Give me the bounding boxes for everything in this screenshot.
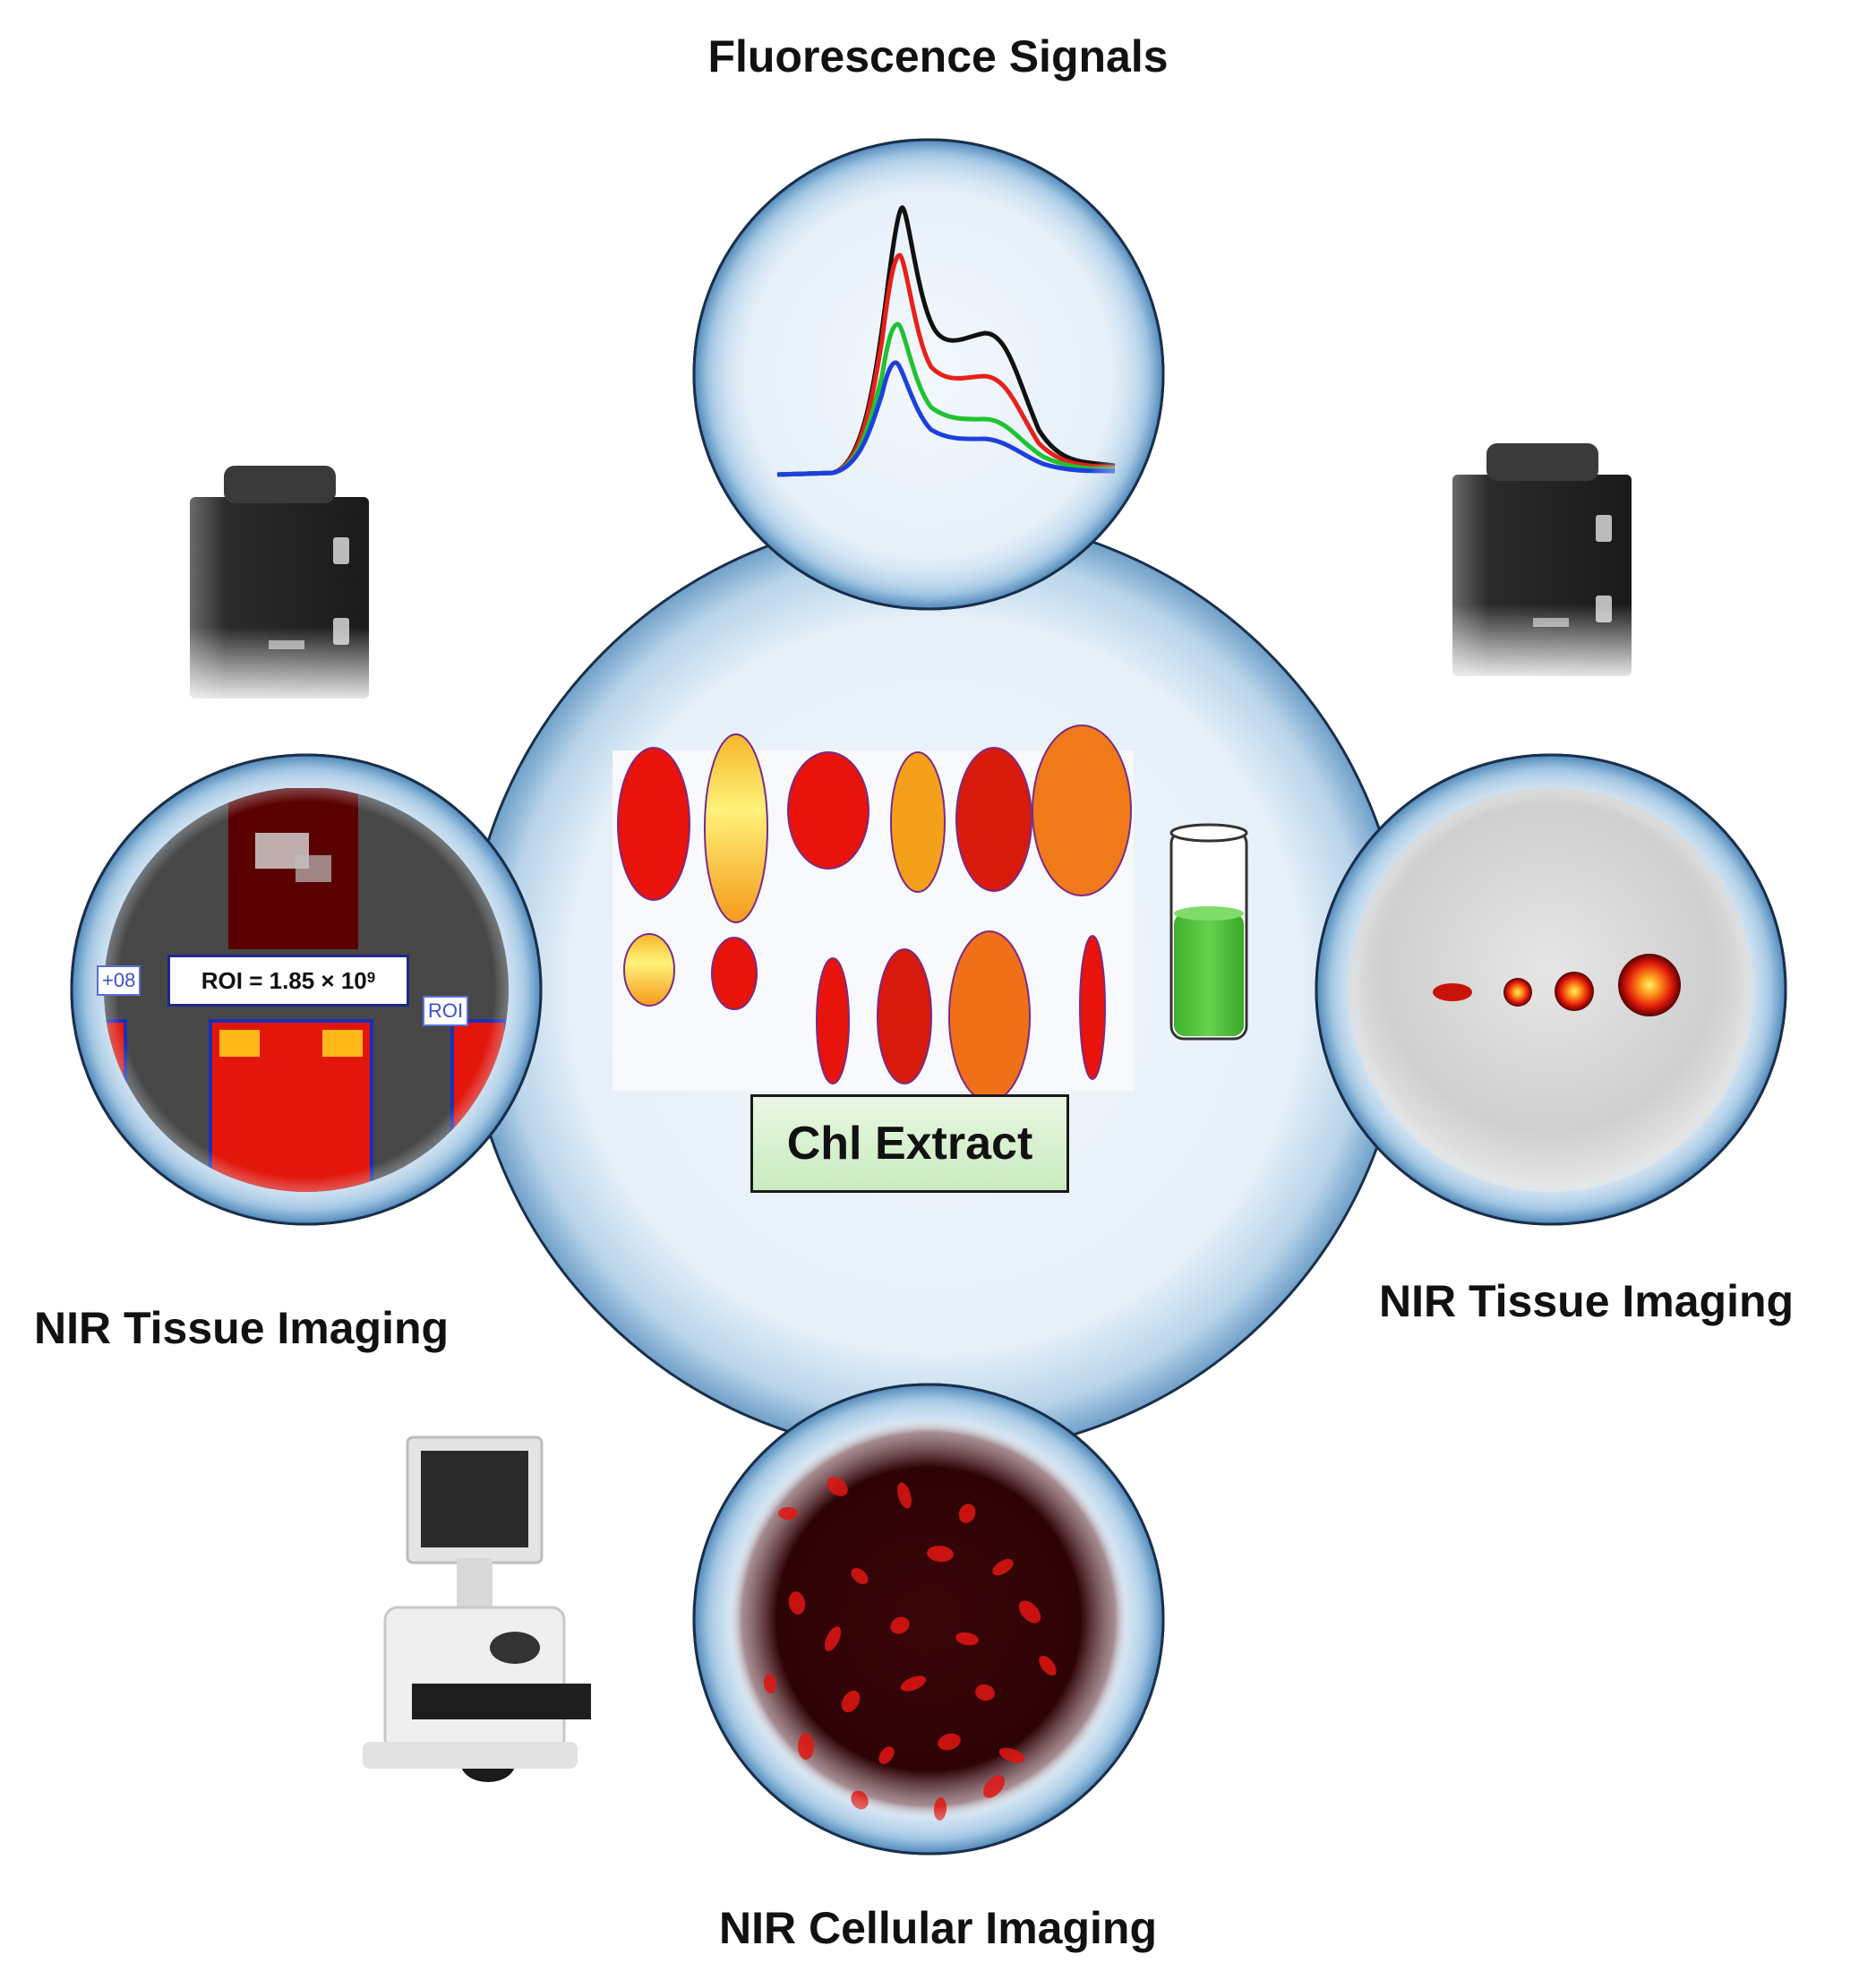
imaging-system-icon bbox=[1452, 443, 1632, 685]
leaf-icon bbox=[890, 751, 946, 893]
leaf-icon bbox=[617, 747, 690, 901]
leaf-icon bbox=[1079, 935, 1106, 1080]
roi-value-text: ROI = 1.85 × 10 bbox=[201, 966, 367, 994]
leaf-icon bbox=[704, 733, 768, 923]
fluorescence-signals-title: Fluorescence Signals bbox=[707, 31, 1169, 81]
leaf-panel bbox=[612, 724, 1134, 1102]
leaf-icon bbox=[948, 930, 1031, 1102]
leaf-icon bbox=[787, 751, 869, 870]
leaf-icon bbox=[711, 937, 758, 1010]
leaf-icon bbox=[955, 747, 1032, 892]
fluorescence-bubble bbox=[692, 138, 1165, 611]
imaging-system-icon bbox=[190, 466, 369, 707]
leaf-icon bbox=[877, 948, 932, 1084]
roi-tag-right: ROI bbox=[423, 996, 469, 1026]
right-panel-label: NIR Tissue Imaging bbox=[1379, 1276, 1795, 1326]
roi-tag-left: +08 bbox=[97, 965, 141, 996]
microscope-icon bbox=[363, 1436, 591, 1782]
left-panel-label: NIR Tissue Imaging bbox=[34, 1303, 450, 1353]
right-tissue-bubble bbox=[1315, 753, 1787, 1226]
cellular-bubble bbox=[692, 1383, 1165, 1856]
leaf-icon bbox=[816, 957, 850, 1084]
vial-icon bbox=[1169, 823, 1248, 1041]
roi-exponent: 9 bbox=[366, 969, 376, 986]
chl-extract-label: Chl Extract bbox=[750, 1094, 1069, 1193]
bottom-panel-label: NIR Cellular Imaging bbox=[719, 1903, 1157, 1953]
leaf-icon bbox=[623, 933, 675, 1007]
leaf-icon bbox=[1032, 724, 1132, 896]
